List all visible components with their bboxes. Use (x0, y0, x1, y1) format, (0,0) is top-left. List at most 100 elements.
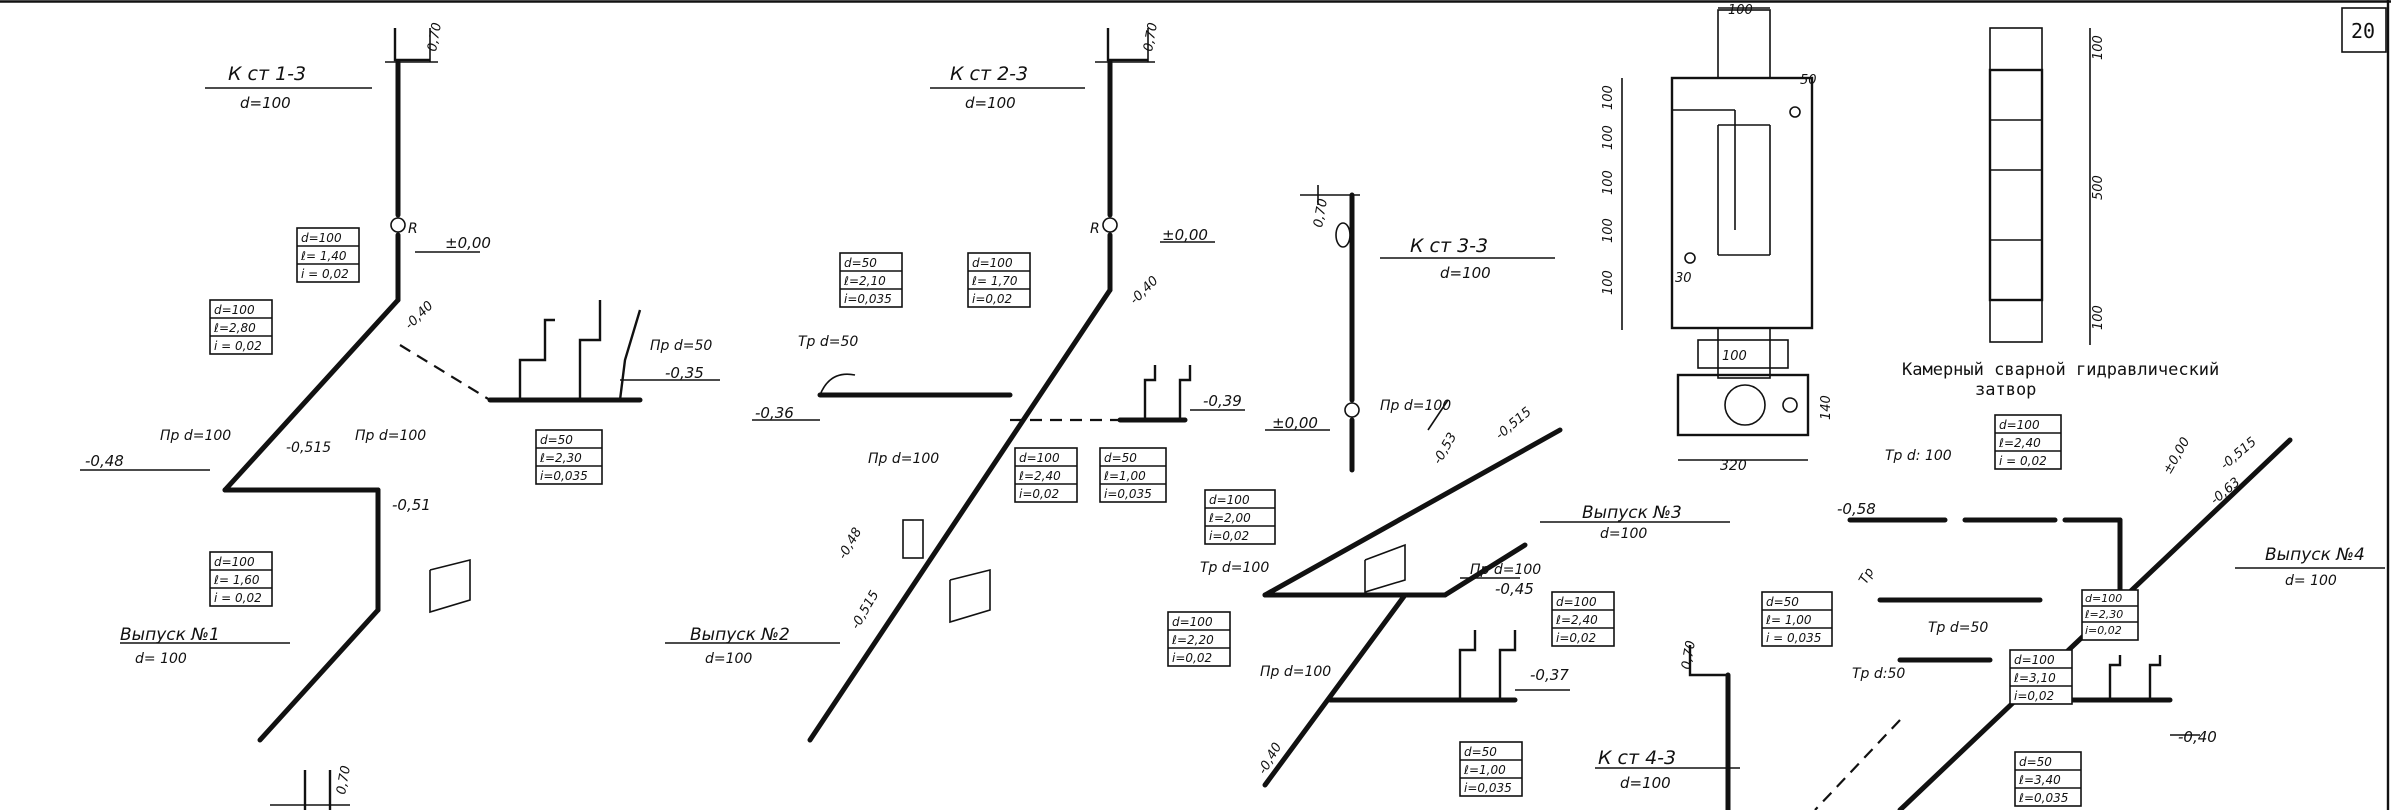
riser-4-scheme: -0,40 -0,58 Тр d: 100 Тр d=50 Тр d:50 Тр… (1595, 414, 2385, 810)
svg-text:d=100: d=100 (1019, 451, 1060, 465)
riser-3-scheme: К ст 3-3 d=100 0,70 ±0,00 Пр d=100 -0,37… (1167, 185, 1730, 797)
riser-2-elev-048: -0,48 (835, 525, 865, 562)
riser-3-elev-037: -0,37 (1530, 666, 1569, 684)
svg-text:ℓ=2,10: ℓ=2,10 (843, 274, 886, 288)
riser-4-title: К ст 4-3 (1598, 747, 1676, 769)
riser-4-tr-d50-b: Тр d:50 (1852, 666, 1905, 682)
riser-1-elev-040: -0,40 (402, 298, 436, 332)
riser-4-elev-0515: -0,515 (2218, 435, 2260, 473)
svg-text:d=100: d=100 (2085, 592, 2122, 605)
riser-2-elev-036: -0,36 (755, 404, 794, 422)
riser-3-outlet-diameter: d=100 (1600, 526, 1647, 542)
riser-3-diameter: d=100 (1440, 264, 1491, 282)
svg-text:ℓ=1,00: ℓ=1,00 (1463, 763, 1506, 777)
riser-4-elev-058: -0,58 (1837, 500, 1876, 518)
svg-text:i=0,02: i=0,02 (1019, 487, 1059, 501)
svg-text:i=0,02: i=0,02 (2014, 689, 2054, 703)
riser-3-elev-045: -0,45 (1495, 580, 1534, 598)
trap-dim-30: 30 (1675, 271, 1692, 286)
svg-text:i=0,02: i=0,02 (1556, 631, 1596, 645)
riser-3-param-c: d=100 ℓ=2,40 i=0,02 (1551, 591, 1615, 647)
riser-1-vent (393, 28, 430, 62)
riser-2-param-a: d=50 ℓ=2,10 i=0,035 (839, 252, 903, 308)
riser-1-param-a: d=100 ℓ= 1,40 i = 0,02 (296, 227, 360, 283)
svg-text:ℓ=2,40: ℓ=2,40 (1998, 436, 2041, 450)
riser-2-elev-000: ±0,00 (1162, 226, 1208, 244)
svg-text:100: 100 (1601, 170, 1616, 195)
riser-4-param-d: d=100 ℓ=3,10 i=0,02 (2009, 649, 2073, 705)
trap-detail: 100 50 30 100 100 100 100 100 100 320 14… (1601, 3, 2219, 474)
riser-1-diameter: d=100 (240, 94, 291, 112)
svg-text:i=0,02: i=0,02 (1209, 529, 1249, 543)
trap-dim-outlet: 100 (1722, 349, 1747, 364)
riser-1-vent-elevation: 0,70 (425, 22, 445, 53)
svg-text:d=100: d=100 (214, 555, 255, 569)
svg-text:100: 100 (2091, 305, 2106, 330)
svg-text:i=0,035: i=0,035 (844, 292, 892, 306)
svg-text:d=50: d=50 (2019, 755, 2052, 769)
svg-text:d=100: d=100 (2014, 653, 2055, 667)
riser-3-title: К ст 3-3 (1410, 235, 1488, 257)
svg-text:d=100: d=100 (1209, 493, 1250, 507)
svg-text:ℓ=2,40: ℓ=2,40 (1018, 469, 1061, 483)
svg-text:ℓ=3,40: ℓ=3,40 (2018, 773, 2061, 787)
riser-1-title: К ст 1-3 (228, 63, 306, 85)
svg-text:i = 0,02: i = 0,02 (214, 339, 262, 353)
svg-text:d=50: d=50 (1464, 745, 1497, 759)
svg-text:100: 100 (1601, 270, 1616, 295)
riser-2-outlet-diameter: d=100 (705, 651, 752, 667)
trap-dim-top: 100 (1728, 3, 1753, 18)
svg-text:d=100: d=100 (972, 256, 1013, 270)
riser-2-elev-0515: -0,515 (848, 588, 882, 632)
svg-text:d=50: d=50 (844, 256, 877, 270)
svg-text:i = 0,02: i = 0,02 (214, 591, 262, 605)
riser-1-pr-d50: Пр d=50 (650, 338, 712, 354)
riser-2-title: К ст 2-3 (950, 63, 1028, 85)
riser-2-main-pipe (807, 287, 1113, 743)
riser-1-param-b: d=100 ℓ=2,80 i = 0,02 (209, 299, 273, 355)
svg-text:i=0,02: i=0,02 (972, 292, 1012, 306)
riser-1-outlet-pipe (257, 607, 381, 743)
svg-text:d=100: d=100 (214, 303, 255, 317)
svg-text:100: 100 (1601, 85, 1616, 110)
svg-text:ℓ=2,30: ℓ=2,30 (2084, 608, 2123, 621)
riser-1-bottom-elevation: 0,70 (334, 765, 354, 796)
riser-3-vent-elevation: 0,70 (1311, 198, 1331, 229)
riser-3-pr-d100-mid: Пр d=100 (1470, 562, 1541, 578)
riser-1-param-c: d=50 ℓ=2,30 i=0,035 (535, 429, 603, 485)
riser-2-param-b: d=100 ℓ= 1,70 i=0,02 (967, 252, 1031, 308)
svg-text:i=0,02: i=0,02 (1172, 651, 1212, 665)
riser-3-elev-0515: -0,515 (1493, 405, 1535, 443)
svg-text:i=0,035: i=0,035 (1464, 781, 1512, 795)
riser-2-param-d: d=50 ℓ=1,00 i=0,035 (1099, 447, 1167, 503)
riser-3-tr-d100: Тр d=100 (1200, 560, 1269, 576)
trap-dim-140: 140 (1819, 395, 1834, 420)
riser-3-elev-000: ±0,00 (1272, 414, 1318, 432)
riser-4-elev-040: -0,40 (2178, 728, 2217, 746)
svg-text:i = 0,02: i = 0,02 (301, 267, 349, 281)
riser-1-elev-048: -0,48 (85, 452, 124, 470)
riser-1-revision (390, 217, 406, 233)
riser-2-outlet-label: Выпуск №2 (690, 625, 790, 645)
svg-text:500: 500 (2091, 175, 2106, 200)
riser-2-elev-039: -0,39 (1203, 392, 1242, 410)
riser-4-tr-d100: Тр d: 100 (1885, 448, 1952, 464)
svg-text:ℓ=2,00: ℓ=2,00 (1208, 511, 1251, 525)
riser-1-dashed-link (399, 344, 491, 401)
riser-4-outlet-diameter: d= 100 (2285, 573, 2337, 589)
svg-text:d=100: d=100 (1999, 418, 2040, 432)
riser-1-pr-d100-left: Пр d=100 (160, 428, 231, 444)
trap-dim-320: 320 (1720, 458, 1747, 474)
svg-text:100: 100 (1601, 218, 1616, 243)
riser-3-outlet-label: Выпуск №3 (1582, 503, 1682, 523)
riser-1-branch-main (222, 297, 401, 493)
riser-2-vent-elevation: 0,70 (1141, 22, 1161, 53)
svg-text:i=0,02: i=0,02 (2085, 624, 2122, 637)
riser-1-pr-d100-right: Пр d=100 (355, 428, 426, 444)
riser-2-tr-d50: Тр d=50 (798, 334, 858, 350)
riser-3-param-b: d=100 ℓ=2,20 i=0,02 (1167, 611, 1231, 667)
svg-text:ℓ= 1,70: ℓ= 1,70 (971, 274, 1018, 288)
svg-text:d=100: d=100 (301, 231, 342, 245)
riser-4-vent-elevation: 0,70 (1679, 640, 1699, 671)
svg-text:ℓ= 1,00: ℓ= 1,00 (1765, 613, 1812, 627)
